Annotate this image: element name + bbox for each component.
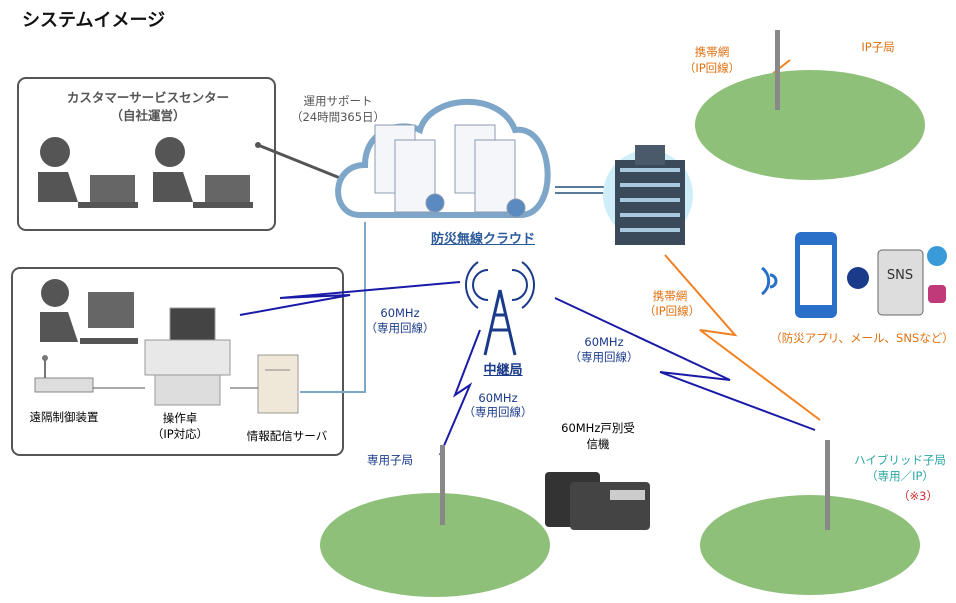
office-operator-icon [40, 279, 138, 344]
apps-label: （防災アプリ、メール、SNSなど） [770, 331, 954, 345]
hybrid-station-label: ハイブリッド子局 [854, 453, 946, 467]
console-label: 操作卓 [162, 411, 198, 425]
hybrid-station-town [700, 440, 920, 595]
radio-receiver-icon [545, 472, 650, 530]
support-hours: （24時間365日） [290, 110, 386, 124]
relay-tower-icon [465, 261, 535, 356]
sns-label: SNS [886, 268, 914, 283]
sns-box [877, 249, 924, 316]
instagram-icon [928, 285, 946, 303]
dedicated-station-label: 専用子局 [367, 453, 413, 467]
mobile-top-label: 携帯網 [694, 45, 730, 59]
info-server-icon [257, 354, 299, 414]
cloud-server-link [300, 222, 366, 393]
hybrid-note: （※3） [898, 489, 938, 503]
hybrid-station-sub: （専用／IP） [866, 469, 934, 483]
building-icon [615, 145, 685, 245]
page-title: システムイメージ [22, 10, 166, 31]
mobile-mid-label: 携帯網 [652, 289, 688, 303]
operator-icon [38, 137, 253, 208]
radio-down-label: 60MHz [478, 391, 518, 405]
radio-left-label: 60MHz [380, 306, 420, 320]
customer-center-name: カスタマーサービスセンター [66, 90, 230, 105]
relay-label: 中継局 [483, 363, 523, 378]
remote-control-device-icon [34, 355, 94, 393]
radio-lines [239, 281, 816, 456]
receiver-label: 60MHz戸別受 [561, 421, 635, 435]
console-sub: （IP対応） [151, 427, 209, 441]
mobile-top-sub: （IP回線） [683, 61, 741, 75]
ip-station-label: IP子局 [861, 40, 895, 54]
server-label: 情報配信サーバ [246, 429, 328, 443]
radio-right-label: 60MHz [584, 335, 624, 349]
remote-device-label: 遠隔制御装置 [29, 410, 99, 424]
cloud-label: 防災無線クラウド [430, 232, 536, 247]
console-icon [144, 307, 231, 406]
ip-station-town [695, 30, 925, 180]
dedicated-station-town [320, 445, 550, 597]
radio-down-sub: （専用回線） [463, 405, 533, 419]
radio-left-sub: （専用回線） [365, 321, 435, 335]
radio-right-sub: （専用回線） [569, 350, 639, 364]
receiver-label-2: 信機 [586, 437, 610, 451]
support-label: 運用サポート [303, 94, 373, 108]
customer-center-sub: （自社運営） [110, 108, 186, 123]
twitter-icon [927, 246, 947, 266]
cloud-servers-icon [374, 124, 526, 218]
smartphone-icon [795, 232, 837, 318]
wifi-icon [761, 266, 778, 296]
facebook-icon [847, 267, 869, 289]
mobile-mid-sub: （IP回線） [643, 304, 701, 318]
